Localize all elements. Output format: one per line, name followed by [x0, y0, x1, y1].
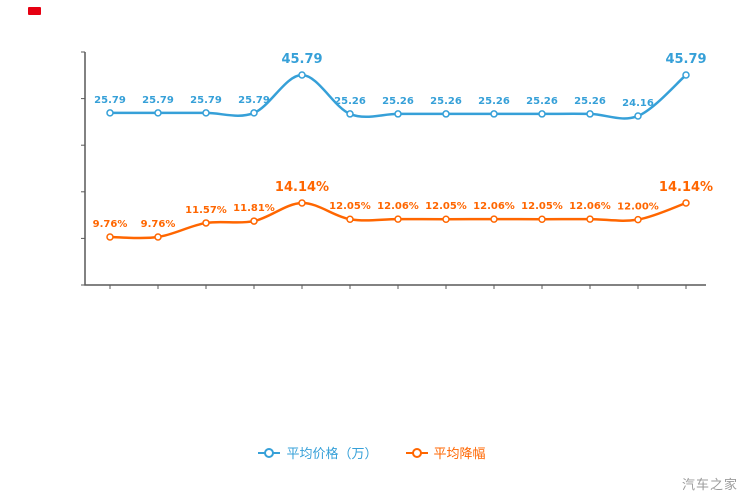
data-point-label: 25.79 — [94, 95, 126, 106]
data-point[interactable] — [682, 71, 690, 79]
data-point-label: 12.05% — [521, 201, 563, 212]
data-point-label: 25.26 — [574, 96, 606, 107]
data-point-label: 12.05% — [425, 201, 467, 212]
axes — [84, 52, 706, 286]
legend: 平均价格（万） 平均降幅 — [0, 443, 744, 462]
data-point-label: 25.79 — [238, 95, 270, 106]
data-point[interactable] — [250, 217, 258, 225]
data-point-label: 45.79 — [281, 52, 322, 67]
data-point-label: 9.76% — [141, 219, 176, 230]
data-point-label: 12.06% — [473, 201, 515, 212]
data-point-label: 12.06% — [569, 201, 611, 212]
data-point-label: 12.05% — [329, 201, 371, 212]
data-point[interactable] — [106, 233, 114, 241]
data-point[interactable] — [346, 110, 354, 118]
data-point[interactable] — [586, 110, 594, 118]
watermark: 汽车之家 — [681, 478, 738, 493]
data-point[interactable] — [634, 112, 642, 120]
data-point[interactable] — [586, 215, 594, 223]
data-point[interactable] — [346, 215, 354, 223]
data-point[interactable] — [442, 110, 450, 118]
line-marker-price-icon — [258, 447, 281, 458]
legend-item-avg-discount[interactable]: 平均降幅 — [405, 443, 486, 462]
data-point-label: 25.79 — [190, 95, 222, 106]
data-point-label: 12.06% — [377, 201, 419, 212]
data-point[interactable] — [634, 215, 642, 224]
data-point[interactable] — [154, 109, 162, 117]
data-point-label: 11.57% — [185, 205, 227, 216]
data-point-label: 24.16 — [622, 98, 654, 109]
data-point[interactable] — [682, 199, 690, 207]
data-point[interactable] — [250, 109, 258, 117]
data-point[interactable] — [490, 110, 498, 118]
data-point-label: 9.76% — [93, 219, 128, 230]
data-point-label: 25.79 — [142, 95, 174, 106]
data-point[interactable] — [202, 219, 210, 227]
data-point[interactable] — [490, 215, 498, 223]
logo-mark — [28, 7, 41, 15]
data-point-label: 25.26 — [526, 96, 558, 107]
legend-label-avg-price: 平均价格（万） — [286, 447, 378, 462]
legend-label-avg-discount: 平均降幅 — [433, 447, 486, 462]
data-point-label: 12.00% — [617, 202, 659, 213]
data-point[interactable] — [154, 233, 162, 241]
data-point-label: 14.14% — [659, 180, 713, 195]
data-point-label: 25.26 — [382, 96, 414, 107]
data-point[interactable] — [442, 215, 450, 223]
data-point-label: 25.26 — [430, 96, 462, 107]
data-point[interactable] — [394, 110, 402, 118]
data-point-label: 14.14% — [275, 180, 329, 195]
series-0: 25.79 25.79 25.79 25.79 45.79 25.26 25.26 25.26… — [94, 52, 707, 120]
data-point[interactable] — [538, 110, 546, 118]
data-point-label: 45.79 — [665, 52, 706, 67]
legend-item-avg-price[interactable]: 平均价格（万） — [258, 443, 378, 462]
data-point[interactable] — [538, 215, 546, 223]
line-marker-discount-icon — [405, 447, 428, 458]
data-point[interactable] — [106, 109, 114, 117]
data-point[interactable] — [394, 215, 402, 223]
series-1: 9.76%9.76%11.57%11.81%14.14%12.05%12.06%… — [93, 180, 713, 241]
data-point-label: 25.26 — [478, 96, 510, 107]
data-point[interactable] — [298, 71, 306, 79]
data-point-label: 25.26 — [334, 96, 366, 107]
data-point[interactable] — [298, 199, 306, 207]
data-point-label: 11.81% — [233, 203, 275, 214]
data-point[interactable] — [202, 109, 210, 117]
